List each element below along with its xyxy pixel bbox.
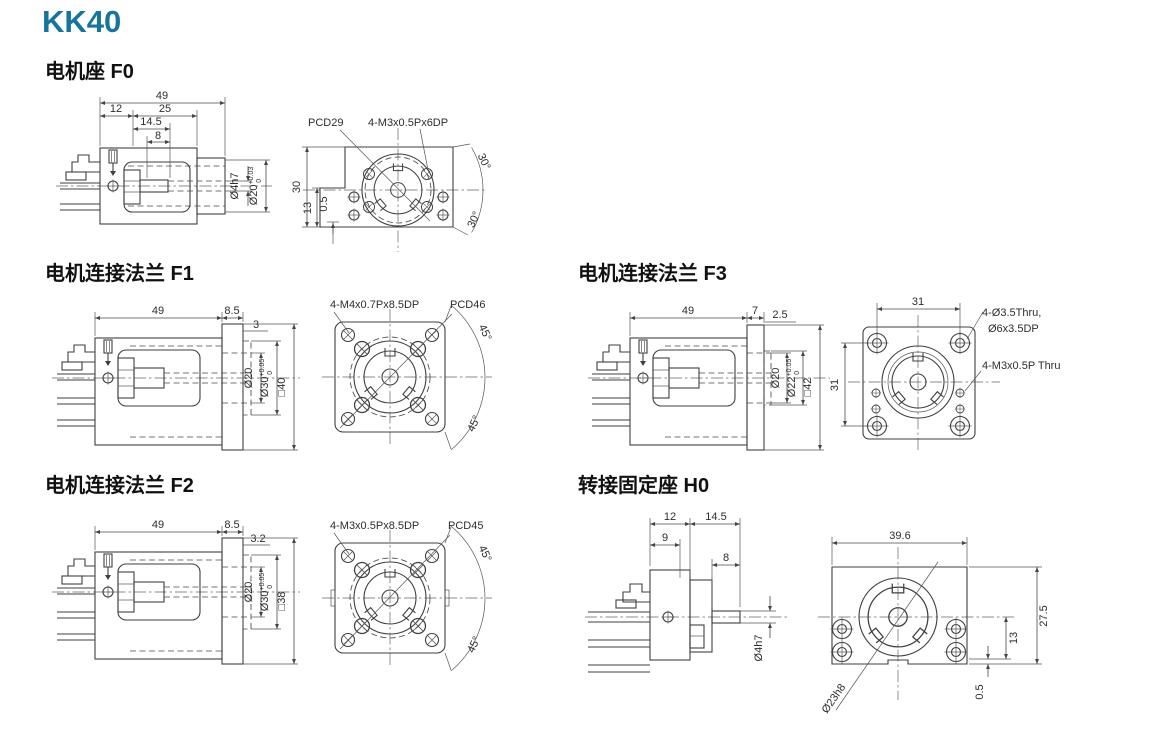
dim-f1-bore: Ø20 [243,368,255,389]
dim-f1-spigot: Ø30+0.050 [259,359,274,398]
f2-front-view: 4-M3x0.5Px8.5DP PCD45 45° 45° [322,520,494,672]
h0-side-view: 12 14.5 9 8 Ø4h7 [585,511,790,673]
heading-f1: 电机连接法兰 F1 [45,261,194,285]
dim-h0-27-5: 27.5 [1038,605,1050,626]
section-h0: 转接固定座 H0 12 14.5 9 8 Ø4h7 [578,473,1050,716]
dim-f2-spigot: Ø30+0.050 [259,573,274,612]
dim-f2-bore: Ø20 [243,582,255,603]
f3-front-view: 31 31 4-Ø3.5Thru, Ø6x3.5DP 4-M3x0.5P Thr… [829,296,1060,452]
dim-f0-49: 49 [156,90,168,102]
f0-side-view: 49 12 25 14.5 8 Ø4h7 Ø20+0.030 [56,90,272,225]
dim-f2-8-5: 8.5 [224,519,239,531]
label-f3-cbore-1: 4-Ø3.5Thru, [982,307,1041,319]
heading-f2: 电机连接法兰 F2 [45,473,194,497]
dim-f3-31h: 31 [829,379,841,391]
heading-h0: 转接固定座 H0 [578,473,709,497]
dim-h0-14-5: 14.5 [705,511,726,523]
dim-h0-9: 9 [662,532,668,544]
label-f0-pcd: PCD29 [308,117,343,129]
dim-h0-39-6: 39.6 [889,530,910,542]
dim-f1-square: □40 [276,378,288,397]
f3-side-view: 49 7 2.5 Ø20 Ø22+0.050 □42 [588,305,830,451]
dim-f1-3: 3 [253,319,259,331]
section-f1: 电机连接法兰 F1 49 8.5 3 [45,261,494,451]
dim-h0-shaft: Ø4h7 [753,635,765,662]
label-f0-thread: 4-M3x0.5Px6DP [368,117,448,129]
dim-f3-31w: 31 [912,296,924,308]
dim-f0-0-5: 0.5 [318,196,330,211]
angle-f0-1: 30° [475,152,493,172]
dim-f2-square: □38 [276,592,288,611]
dim-f1-8-5: 8.5 [224,305,239,317]
page-title: KK40 [42,4,121,39]
heading-f3: 电机连接法兰 F3 [578,261,727,285]
angle-f2-2: 45° [465,635,483,655]
dim-f0-shaft: Ø4h7 [229,173,241,200]
dim-f2-3-2: 3.2 [250,533,265,545]
dim-f0-25: 25 [159,103,171,115]
label-f2-thread: 4-M3x0.5Px8.5DP [330,520,419,532]
dim-f0-30: 30 [291,181,303,193]
dim-f3-7: 7 [752,305,758,317]
f0-front-view: PCD29 4-M3x0.5Px6DP 30 13 0.5 30° 30° [291,117,493,252]
dim-f3-2-5: 2.5 [772,309,787,321]
dim-f0-13: 13 [302,202,314,214]
angle-f1-2: 45° [465,414,483,434]
section-f3: 电机连接法兰 F3 49 7 2.5 [578,261,1060,452]
dim-f2-49: 49 [152,519,164,531]
f1-side-view: 49 8.5 3 Ø20 Ø30+0.050 □40 [52,305,300,451]
dim-f0-bore: Ø20+0.030 [248,167,263,206]
dim-h0-13: 13 [1008,632,1020,644]
dim-f3-49: 49 [682,305,694,317]
f1-front-view: 4-M4x0.7Px8.5DP PCD46 45° 45° [322,299,494,451]
f2-side-view: 49 8.5 3.2 Ø20 Ø30+0.050 □38 [52,519,300,665]
dim-f3-square: □42 [802,378,814,397]
dim-f1-49: 49 [152,305,164,317]
section-f0: 电机座 F0 49 12 25 14.5 [45,59,493,252]
angle-f0-2: 30° [465,210,483,230]
label-f3-thread: 4-M3x0.5P Thru [982,360,1060,372]
angle-f2-1: 45° [476,544,494,564]
dim-h0-8: 8 [723,552,729,564]
dim-h0-12: 12 [664,511,676,523]
label-f2-pcd: PCD45 [448,520,483,532]
dim-f3-spigot: Ø22+0.050 [786,359,801,398]
label-f3-cbore-2: Ø6x3.5DP [988,323,1039,335]
angle-f1-1: 45° [476,323,494,343]
h0-front-view: 39.6 27.5 13 0.5 Ø23h8 [818,530,1050,716]
dim-f3-bore: Ø20 [770,368,782,389]
dim-f0-14-5: 14.5 [140,116,161,128]
heading-f0: 电机座 F0 [45,59,134,83]
label-f1-pcd: PCD46 [450,299,485,311]
section-f2: 电机连接法兰 F2 49 8.5 3.2 [45,473,494,672]
dim-f0-8: 8 [155,130,161,142]
dim-h0-0-5: 0.5 [974,684,986,699]
label-f1-thread: 4-M4x0.7Px8.5DP [330,299,419,311]
dim-f0-12: 12 [110,103,122,115]
